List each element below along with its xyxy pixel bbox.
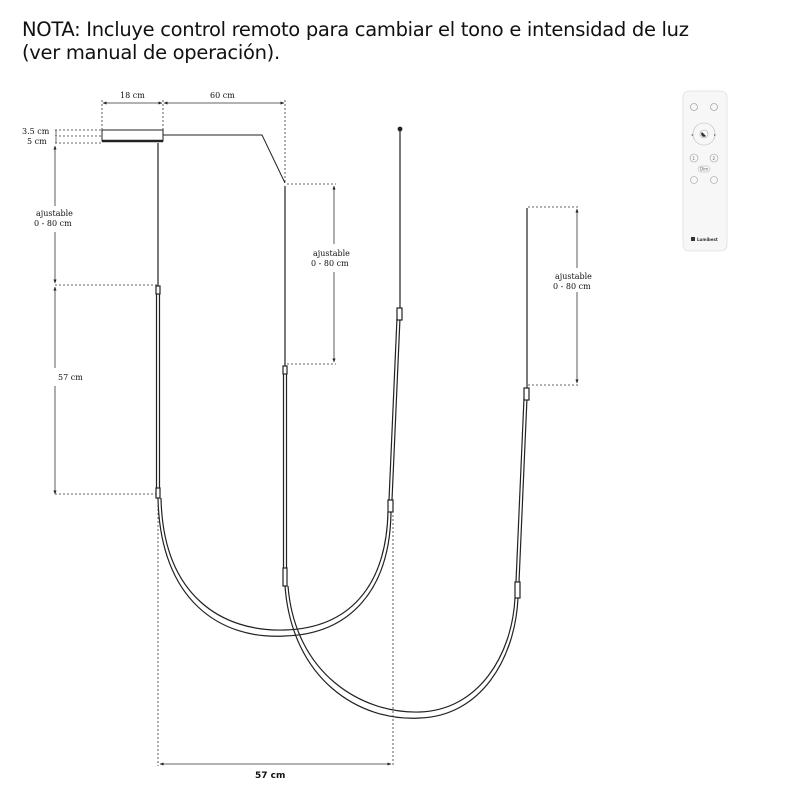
support-arm (163, 134, 286, 184)
remote-center-label: Dim (700, 167, 708, 172)
dim-label-mid-adjustable-1: ajustable (313, 249, 350, 258)
note-line-2: (ver manual de operación). (22, 41, 280, 64)
dim-top-widths (101, 100, 286, 183)
dim-label-right-adjustable-2: 0 - 80 cm (553, 282, 591, 291)
canopy (101, 129, 164, 143)
color-temperature-icon (701, 132, 706, 137)
brand-logo-icon (691, 237, 695, 241)
dim-label-canopy-width: 18 cm (120, 91, 145, 100)
remote-control: ◂ ▸ 1 2 Dim Lumibest (682, 90, 728, 252)
timer-icon (690, 176, 718, 184)
dim-bottom-width (157, 505, 394, 766)
dim-label-bottom-width: 57 cm (255, 771, 285, 781)
dim-left-verticals (53, 145, 158, 495)
dim-label-canopy-depth: 5 cm (27, 137, 47, 146)
arrow-left-icon: ◂ (691, 132, 693, 137)
dim-label-right-adjustable-1: ajustable (555, 272, 592, 281)
dim-canopy-heights (55, 129, 102, 144)
dim-label-arm-offset: 60 cm (210, 91, 235, 100)
remote-brand: Lumibest (697, 237, 718, 242)
power-icon (690, 103, 718, 111)
lamp-right-u (282, 186, 530, 719)
arrow-right-icon: ▸ (714, 132, 716, 137)
dim-right-adjustable (528, 206, 579, 386)
remote-button-1: 1 (693, 156, 696, 161)
note-line-1: NOTA: Incluye control remoto para cambia… (22, 18, 689, 41)
dim-label-left-adjustable-2: 0 - 80 cm (34, 219, 72, 228)
dim-label-left-adjustable-1: ajustable (36, 209, 73, 218)
lamp-left-u (155, 126, 403, 637)
dim-label-canopy-height: 3.5 cm (22, 127, 50, 136)
note-text: NOTA: Incluye control remoto para cambia… (22, 18, 782, 64)
dim-middle-adjustable (287, 183, 336, 365)
remote-button-2: 2 (713, 156, 716, 161)
dim-label-mid-adjustable-2: 0 - 80 cm (311, 259, 349, 268)
dim-label-segment-length: 57 cm (58, 373, 83, 382)
